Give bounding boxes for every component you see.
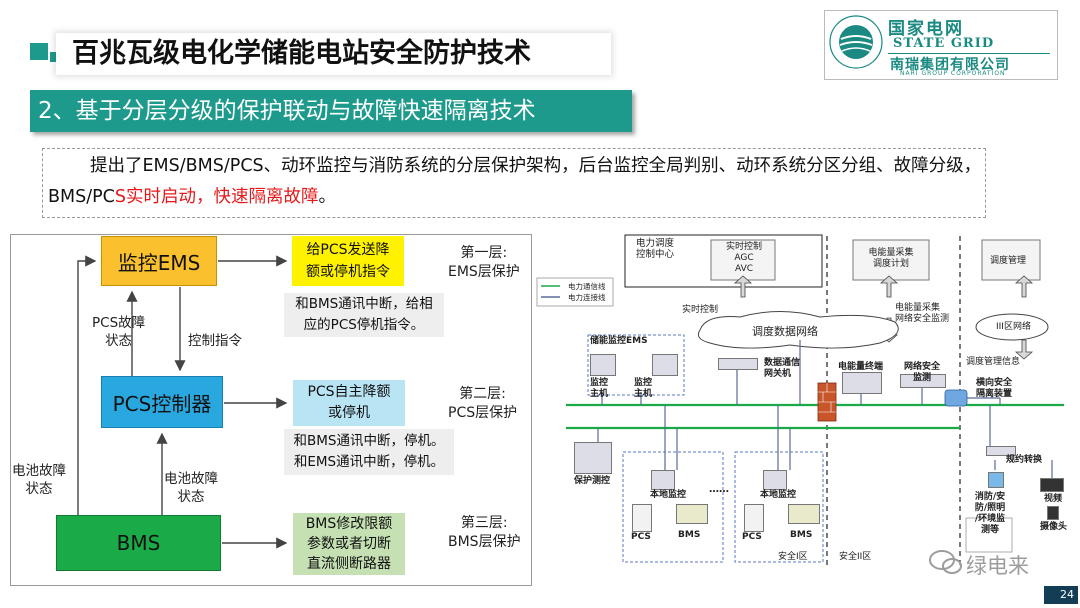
- isolation-label: 横向安全隔离装置: [976, 378, 1013, 399]
- energy-collect-label: 电能量采集网络安全监测: [895, 303, 950, 324]
- local-monitor-1-icon: [651, 470, 675, 490]
- energy-plan-label: 电能量采集调度计划: [868, 248, 914, 269]
- zone1-label: 安全I区: [778, 552, 808, 562]
- dispatch-net-label: 调度数据网络: [752, 325, 818, 338]
- protect-ctrl-icon: [574, 442, 612, 474]
- intro-highlight: S实时启动，快速隔离故障: [114, 187, 319, 207]
- monitor-host-2-label: 监控主机: [634, 378, 653, 399]
- ems-action-box: 给PCS发送降额或停机指令: [292, 236, 404, 286]
- dispatch-center-label: 电力调度控制中心: [636, 238, 675, 260]
- local-monitor-2-label: 本地监控: [760, 490, 797, 500]
- title-accent-square: [30, 43, 48, 60]
- intro-paragraph: 提出了EMS/BMS/PCS、动环监控与消防系统的分层保护架构，后台监控全局判别…: [48, 151, 984, 213]
- section-subtitle: 2、基于分层分级的保护联动与故障快速隔离技术: [38, 98, 536, 124]
- protocol-conv-label: 规约转换: [1006, 455, 1043, 465]
- battery-fault-mid-label: 电池故障状态: [164, 471, 218, 505]
- pcs-node: PCS控制器: [101, 376, 223, 428]
- realtime-ctrl-label: 实时控制: [682, 305, 719, 315]
- pcs-comm-box: 和BMS通讯中断，停机。和EMS通讯中断，停机。: [284, 429, 454, 475]
- logo-cn-text: 国家电网: [888, 19, 964, 39]
- title-bar: [56, 33, 611, 75]
- zone3-net-label: III区网络: [996, 322, 1031, 332]
- ellipsis-label: ……: [709, 484, 729, 495]
- bms-1-icon: [676, 504, 708, 524]
- dispatch-mgmt-label: 调度管理: [990, 256, 1027, 266]
- logo-divider: [888, 53, 1050, 54]
- camera-icon: [1047, 506, 1059, 520]
- pcs-2-label: PCS: [742, 532, 762, 542]
- intro-text: 提出了EMS/BMS/PCS、动环监控与消防系统的分层保护架构，后台监控全局判别…: [48, 156, 982, 207]
- pcs-action-box: PCS自主降额或停机: [293, 380, 405, 426]
- bms-1-label: BMS: [678, 530, 701, 540]
- page-number: 24: [1044, 586, 1078, 604]
- local-monitor-1-label: 本地监控: [650, 490, 687, 500]
- layer-2-label: 第二层:PCS层保护: [448, 386, 518, 421]
- protection-diagram-frame: [10, 234, 532, 586]
- logo-en-text: STATE GRID: [893, 36, 995, 51]
- gateway-icon: [718, 358, 758, 370]
- local-monitor-2-icon: [763, 470, 787, 490]
- layer-1-label: 第一层:EMS层保护: [448, 245, 520, 280]
- logo-company-en-text: NARI GROUP CORPORATION: [900, 70, 1006, 77]
- intro-box: [42, 148, 986, 218]
- video-icon: [1040, 478, 1064, 492]
- energy-terminal-label: 电能量终端: [838, 362, 884, 372]
- camera-label: 摄像头: [1040, 522, 1068, 532]
- fire-system-icon: [988, 472, 1004, 488]
- net-security-label: 网络安全监测: [904, 362, 941, 383]
- pcs-1-label: PCS: [631, 532, 651, 542]
- protocol-conv-icon: [986, 446, 1016, 456]
- pcs-fault-label: PCS故障状态: [92, 315, 146, 349]
- protection-diagram-arrows: [77, 255, 288, 549]
- logo-company-text: 南瑞集团有限公司: [890, 57, 1010, 73]
- energy-terminal-icon: [842, 372, 882, 394]
- bms-2-icon: [788, 504, 820, 524]
- bms-2-label: BMS: [790, 530, 813, 540]
- watermark-text: 绿电来: [966, 554, 1029, 578]
- ems-node: 监控EMS: [101, 236, 217, 286]
- monitor-host-2-icon: [652, 354, 678, 376]
- subtitle-bar: [30, 90, 632, 132]
- protect-ctrl-label: 保护测控: [574, 476, 611, 486]
- state-grid-emblem-icon: [829, 15, 883, 69]
- intro-end: 。: [318, 187, 337, 207]
- video-label: 视频: [1044, 494, 1063, 504]
- monitor-host-1-icon: [590, 354, 616, 376]
- layer-3-label: 第三层:BMS层保护: [448, 515, 521, 550]
- fire-etc-label: 消防/安防/照明/环境监测等: [974, 492, 1006, 535]
- pcs-2-icon: [744, 504, 764, 532]
- legend-comm-line: 电力通信线: [568, 282, 606, 291]
- control-cmd-label: 控制指令: [188, 333, 242, 349]
- dispatch-info-label: 调度管理信息: [966, 357, 1021, 367]
- gateway-label: 数据通信网关机: [764, 358, 801, 379]
- bms-node: BMS: [56, 515, 221, 571]
- pcs-1-icon: [632, 504, 652, 532]
- title-accent-small-square: [50, 52, 60, 62]
- page-title: 百兆瓦级电化学储能电站安全防护技术: [72, 38, 531, 69]
- bms-action-box: BMS修改限额参数或者切断直流侧断路器: [293, 513, 405, 575]
- net-security-icon: [900, 374, 946, 388]
- ems-comm-box: 和BMS通讯中断，给相应的PCS停机指令。: [284, 293, 444, 337]
- wechat-icon: [929, 550, 962, 574]
- legend-power-line: 电力连接线: [568, 293, 606, 302]
- ems-group-label: 储能监控EMS: [590, 336, 648, 346]
- monitor-host-1-label: 监控主机: [590, 378, 609, 399]
- battery-fault-left-label: 电池故障状态: [12, 463, 66, 497]
- zone2-label: 安全II区: [839, 552, 872, 562]
